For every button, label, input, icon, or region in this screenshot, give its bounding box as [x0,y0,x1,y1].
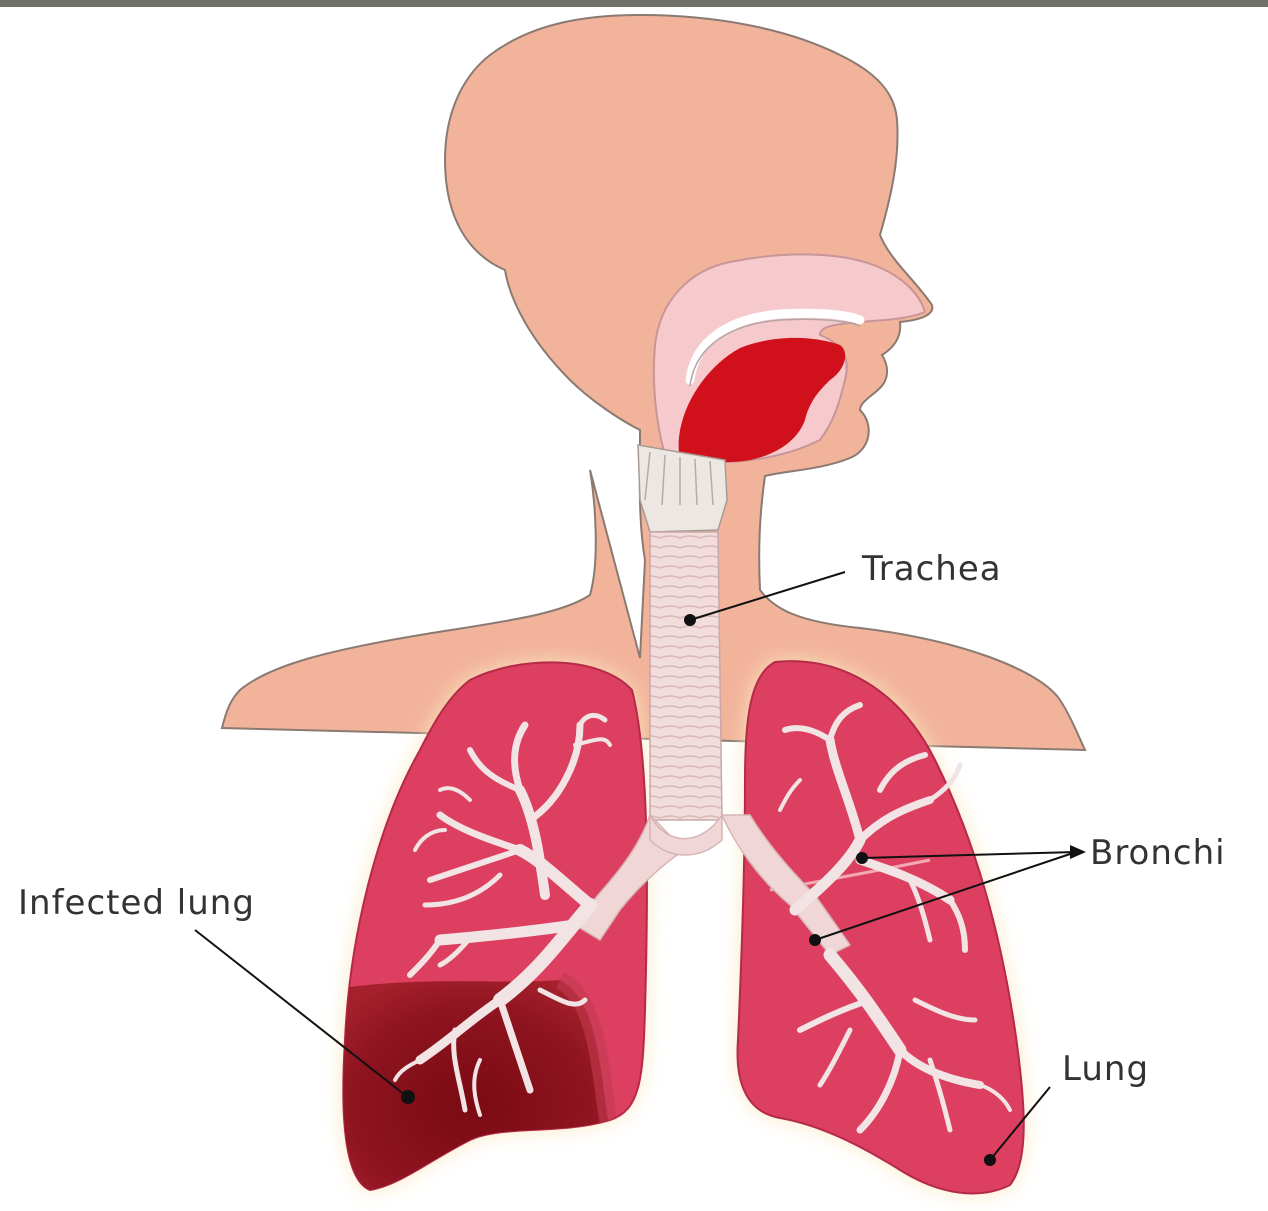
top-border-bar [0,0,1268,7]
larynx [638,445,727,532]
trachea [650,532,722,820]
infected-lung-label: Infected lung [18,883,255,923]
bronchi-label: Bronchi [1090,833,1226,873]
infected-lobe [330,980,610,1210]
trachea-label: Trachea [861,549,1002,589]
lung-label: Lung [1062,1049,1149,1089]
bronchi-arrowhead [1070,845,1086,859]
